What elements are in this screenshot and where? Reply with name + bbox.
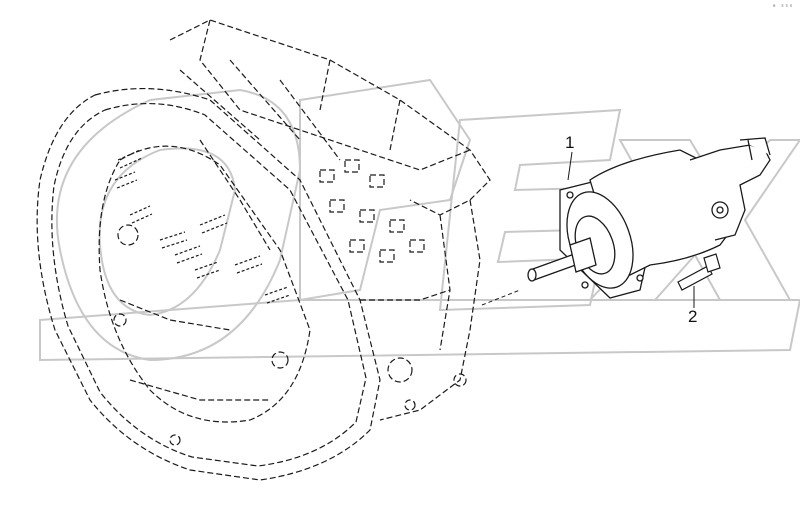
gearbox-housing [36, 19, 491, 481]
assembly-leader-line [481, 289, 521, 306]
corner-mark: ᵃ ˢˢˢ [772, 3, 794, 11]
mounting-studs [114, 149, 291, 304]
callout-1-label: 1 [565, 133, 575, 152]
bolt-part-2 [677, 253, 721, 291]
callout-2-label: 2 [688, 307, 698, 326]
clutch-servo-part-1 [527, 137, 771, 299]
callout-1-leader [567, 151, 573, 181]
